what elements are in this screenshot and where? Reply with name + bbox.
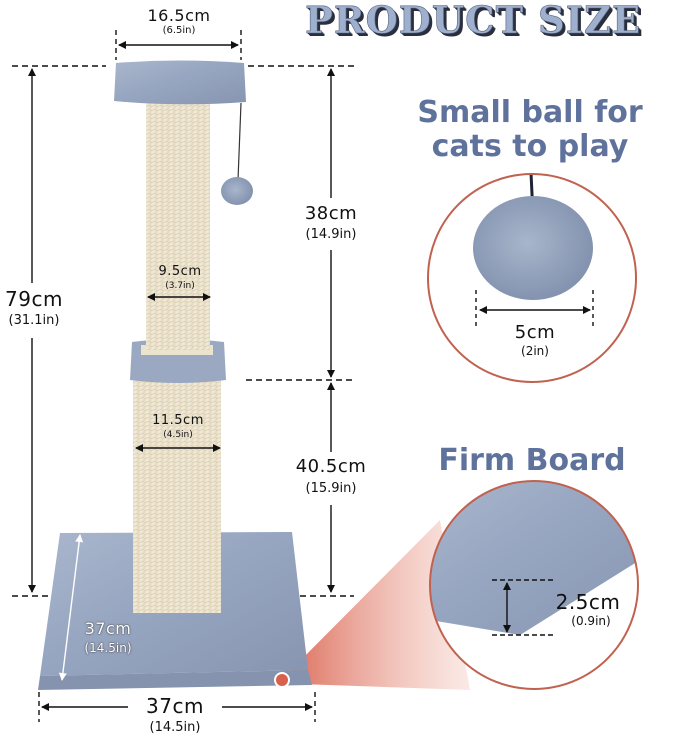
base-width-cm: 37cm [146, 694, 204, 718]
ball-heading-line2: cats to play [431, 129, 629, 164]
page-title: PRODUCT SIZE [305, 0, 642, 42]
top-platform [114, 60, 246, 105]
board-callout-heading: Firm Board [438, 443, 626, 478]
upper-post-width-in: (3.7in) [165, 281, 195, 291]
ball-dimension-in: (2in) [521, 344, 549, 358]
lower-height-cm: 40.5cm [295, 456, 367, 477]
ball-heading-line1: Small ball for [417, 95, 643, 130]
board-closeup [430, 481, 638, 635]
top-width-cm: 16.5cm [147, 6, 211, 25]
zoom-cone [282, 520, 470, 690]
total-height-in: (31.1in) [8, 313, 60, 328]
board-dimension-in: (0.9in) [571, 614, 611, 628]
ball-closeup [473, 196, 593, 300]
board-dimension-cm: 2.5cm [555, 590, 621, 614]
ball-callout-heading: Small ball for cats to play [395, 96, 665, 164]
base-width-in: (14.5in) [149, 720, 201, 735]
lower-post-width-in: (4.5in) [163, 430, 193, 440]
upper-height-cm: 38cm [304, 203, 358, 224]
ball-callout-circle [427, 173, 637, 383]
upper-height-in: (14.9in) [305, 227, 357, 242]
lower-post-width-cm: 11.5cm [152, 413, 204, 428]
lower-post [133, 373, 221, 613]
ball-dimension-cm: 5cm [514, 322, 556, 343]
upper-post [146, 100, 210, 350]
base-depth-in: (14.5in) [84, 641, 132, 655]
toy-ball [221, 177, 253, 205]
zoom-marker-icon [274, 672, 290, 688]
toy-string [237, 102, 242, 181]
total-height-cm: 79cm [5, 287, 63, 311]
top-width-in: (6.5in) [162, 25, 196, 36]
base-depth-cm: 37cm [84, 619, 132, 638]
board-callout-circle [429, 480, 639, 690]
upper-post-width-cm: 9.5cm [158, 264, 202, 279]
lower-height-in: (15.9in) [305, 481, 357, 496]
